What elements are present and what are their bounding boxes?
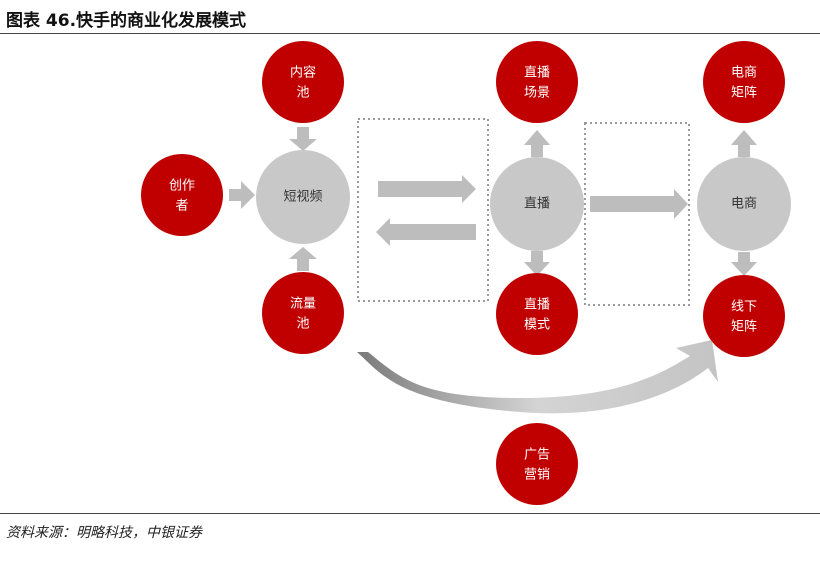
node-content-pool-label-1: 内容 [290,65,316,81]
node-ecommerce: 电商 [697,157,791,251]
source-note: 资料来源：明略科技，中银证券 [6,525,202,541]
node-ecom-matrix-label-1: 电商 [731,66,757,81]
node-live-label: 直播 [524,197,550,212]
node-ad-marketing-label-1: 广告 [524,448,550,463]
node-traffic-pool: 流量 池 [262,272,344,354]
arrow-live-to-ecommerce [590,189,688,219]
node-creator-label-1: 创作 [169,179,195,194]
arrow-creator-to-short-video [229,181,255,209]
node-ad-marketing: 广告 营销 [496,423,578,505]
arrow-short-video-to-live [378,175,476,203]
node-live-mode: 直播 模式 [496,273,578,355]
node-live-mode-label-1: 直播 [524,298,550,313]
node-offline-matrix: 线下 矩阵 [703,275,785,357]
bottom-divider [0,513,820,514]
node-content-pool: 内容 池 [262,41,344,123]
dotted-frame-right [584,122,690,306]
node-live-scene: 直播 场景 [496,41,578,123]
arrow-ecommerce-to-ecom-matrix [731,130,757,157]
arrow-live-to-live-mode [524,251,550,276]
node-ecom-matrix-label-2: 矩阵 [731,86,757,101]
curved-arrow-short-video-to-offline [357,340,718,414]
arrow-content-pool-to-short-video [289,127,317,151]
arrow-live-to-live-scene [524,130,550,157]
top-divider [0,33,820,34]
node-ad-marketing-label-2: 营销 [524,468,550,483]
node-ecommerce-label: 电商 [731,197,757,212]
node-traffic-pool-label-1: 流量 [290,297,316,312]
node-offline-matrix-label-2: 矩阵 [731,320,757,335]
dotted-frame-left [357,118,489,302]
node-live-scene-label-2: 场景 [524,86,550,101]
node-content-pool-label-2: 池 [296,86,309,101]
node-live-scene-label-1: 直播 [524,66,550,81]
node-ecom-matrix: 电商 矩阵 [703,41,785,123]
node-short-video: 短视频 [256,150,350,244]
arrow-live-to-short-video [376,218,476,246]
node-traffic-pool-label-2: 池 [296,317,309,332]
node-creator-label-2: 者 [175,199,188,214]
node-live-mode-label-2: 模式 [524,318,550,333]
figure-title: 图表 46.快手的商业化发展模式 [6,11,247,31]
arrow-traffic-pool-to-short-video [289,247,317,271]
arrow-ecommerce-to-offline-matrix [731,252,757,276]
node-offline-matrix-label-1: 线下 [731,300,757,315]
node-creator: 创作 者 [141,154,223,236]
node-short-video-label: 短视频 [283,190,322,205]
node-live: 直播 [490,157,584,251]
